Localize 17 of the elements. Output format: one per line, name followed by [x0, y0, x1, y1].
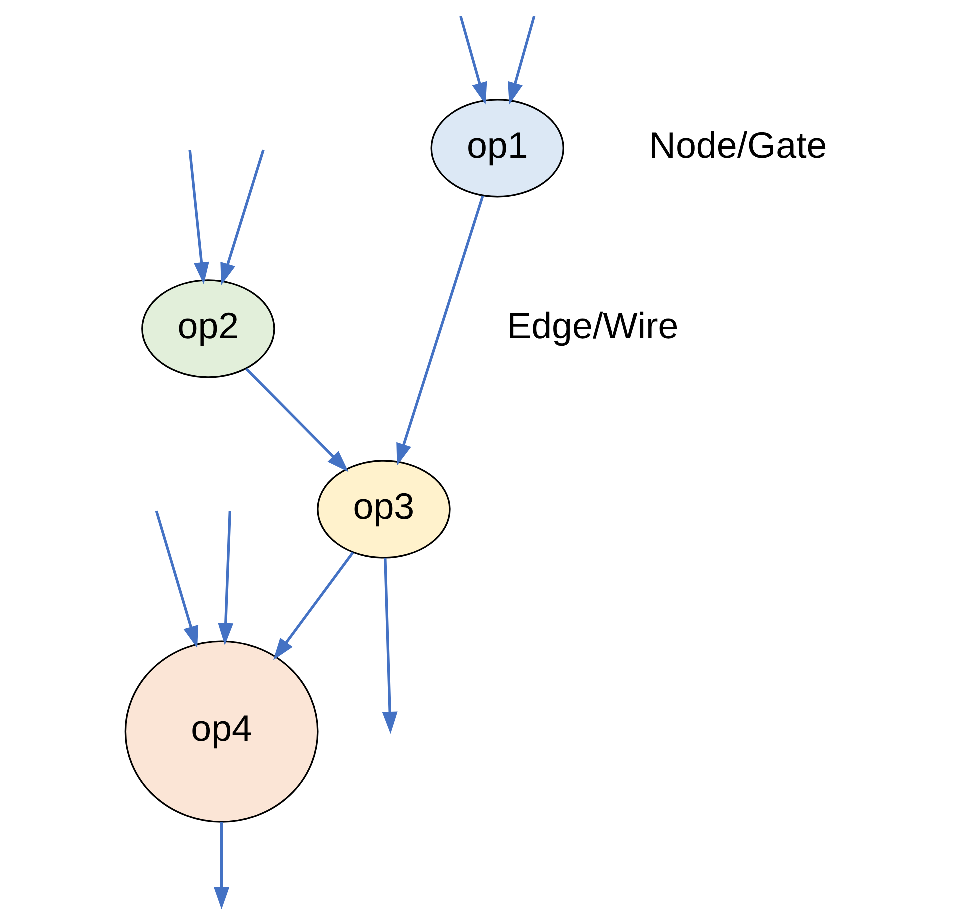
node-ellipse: op3 [317, 460, 451, 559]
node-ellipse: op2 [142, 280, 276, 378]
arrow [246, 368, 349, 472]
arrow [155, 510, 199, 648]
arrow [220, 150, 265, 286]
label: Edge/Wire [507, 305, 679, 346]
node-ellipse: op1 [430, 99, 564, 198]
label: Node/Gate [649, 124, 828, 166]
node-circle: op4 [124, 640, 319, 823]
arrow [188, 150, 210, 285]
arrow [382, 558, 398, 734]
arrow [214, 822, 230, 910]
arrow [273, 552, 354, 660]
arrow [508, 16, 536, 105]
arrow [396, 196, 484, 466]
arrow [460, 16, 488, 105]
arrow [218, 511, 234, 646]
